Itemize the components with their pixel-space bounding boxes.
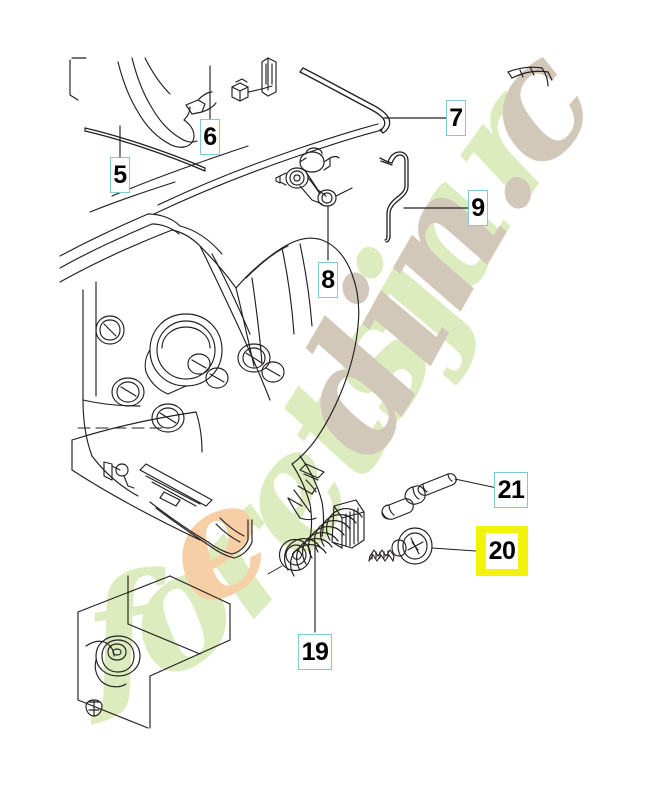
part-5-rod xyxy=(84,127,206,172)
callout-6-label: 6 xyxy=(203,122,217,151)
callout-9-label: 9 xyxy=(471,193,485,222)
callout-7-label: 7 xyxy=(449,103,463,132)
callout-5-label: 5 xyxy=(113,160,127,189)
leader-lines xyxy=(119,65,469,633)
callout-20[interactable]: 20 xyxy=(476,526,528,576)
callout-7[interactable]: 7 xyxy=(446,100,466,136)
rear-fragment-lower-left xyxy=(77,575,231,729)
callout-19-label: 19 xyxy=(301,637,329,666)
callout-19[interactable]: 19 xyxy=(298,634,332,670)
callout-5[interactable]: 5 xyxy=(110,157,130,193)
part-8-pivot-link xyxy=(275,147,353,207)
chassis-upper-lines xyxy=(89,123,383,215)
upper-right-fragment xyxy=(507,66,553,87)
callout-21-label: 21 xyxy=(497,475,525,504)
part-6-clip xyxy=(231,57,277,102)
part-19-coil-spring xyxy=(267,499,365,577)
callout-6[interactable]: 6 xyxy=(200,119,220,155)
handle-upper-left xyxy=(69,57,217,148)
callout-20-label: 20 xyxy=(486,533,518,569)
callout-9[interactable]: 9 xyxy=(468,190,488,226)
part-7-linkage-rod xyxy=(299,67,391,134)
callout-21[interactable]: 21 xyxy=(494,472,528,508)
part-9-wire-spring xyxy=(379,151,409,243)
chassis-main-body xyxy=(59,213,360,559)
callout-8-label: 8 xyxy=(321,265,335,294)
part-21-pin xyxy=(381,473,498,520)
part-20-screw xyxy=(368,527,477,565)
callout-8[interactable]: 8 xyxy=(318,262,338,298)
